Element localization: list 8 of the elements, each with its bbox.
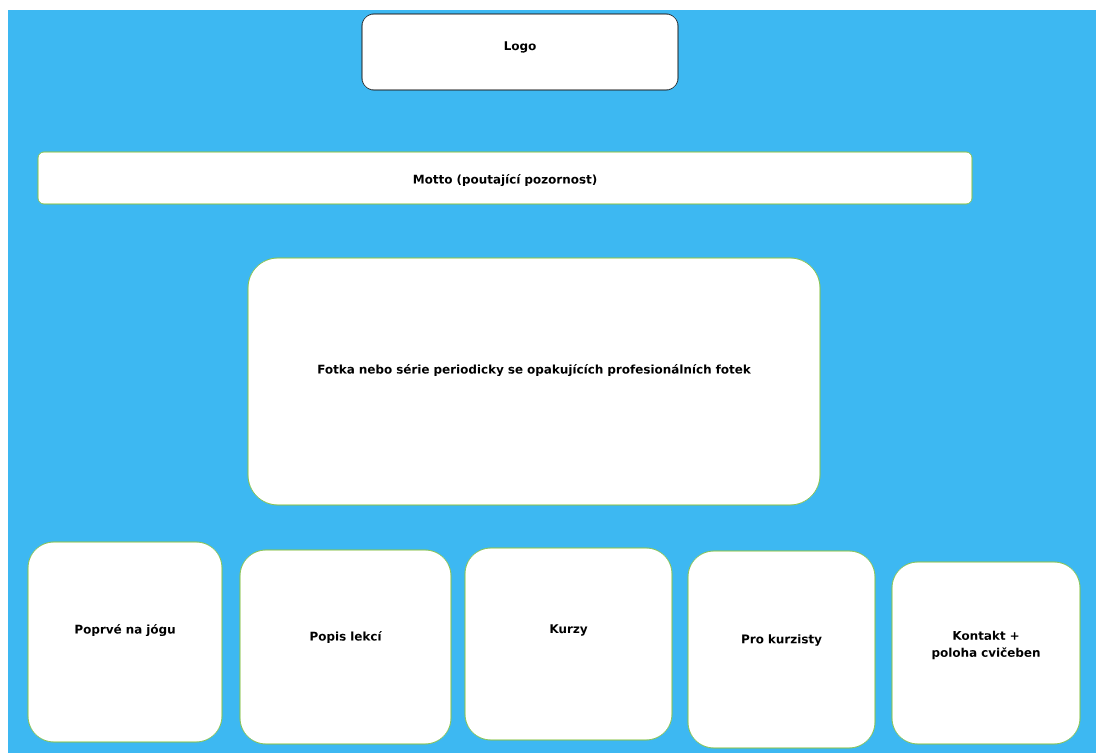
content-box: Kurzy [464,547,673,741]
content-box: Pro kurzisty [687,550,876,749]
content-box: Motto (poutající pozornost) [37,151,973,205]
content-box: Logo [361,13,679,91]
content-box: Kontakt + poloha cvičeben [891,561,1081,745]
content-box: Fotka nebo série periodicky se opakujících profesionálních fotek [247,257,821,506]
content-box: Popis lekcí [239,549,452,745]
content-box: Poprvé na jógu [27,541,223,743]
